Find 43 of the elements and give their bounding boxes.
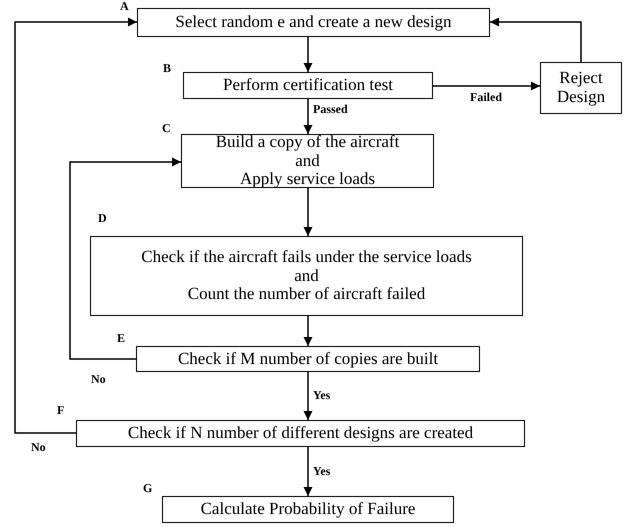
- step-letter: E: [117, 332, 126, 344]
- box-text: Build a copy of the aircraft: [216, 132, 400, 152]
- arrow: [14, 18, 137, 434]
- edge-label: No: [30, 441, 47, 453]
- edge-label: Failed: [469, 91, 503, 103]
- arrow: [304, 316, 312, 346]
- edge-label: Yes: [312, 465, 332, 477]
- arrow: [69, 158, 181, 360]
- process-box: [162, 496, 454, 523]
- edge-label: No: [90, 373, 107, 385]
- arrow: [304, 447, 312, 496]
- arrow: [433, 82, 540, 90]
- edge-label: Yes: [312, 389, 332, 401]
- step-letter: B: [163, 62, 172, 74]
- box-text: Select random e and create a new design: [175, 13, 452, 32]
- process-box: [183, 72, 433, 99]
- process-box: [76, 420, 525, 447]
- box-text: Reject Design: [556, 69, 606, 107]
- box-text: Apply service loads: [240, 170, 376, 190]
- box-text: and: [294, 266, 319, 286]
- step-letter: C: [162, 122, 171, 134]
- box-text: Perform certification test: [223, 76, 393, 95]
- process-box: [137, 8, 490, 37]
- step-letter: D: [98, 212, 107, 224]
- box-text: Check if N number of different designs are created: [128, 424, 474, 443]
- process-box: [136, 346, 480, 372]
- box-text: Check if M number of copies are built: [178, 350, 438, 368]
- arrow: [490, 18, 582, 62]
- box-text: Check if the aircraft fails under the service loads: [141, 248, 472, 267]
- step-letter: G: [143, 482, 152, 494]
- arrow: [304, 37, 312, 72]
- edge-label: Passed: [312, 103, 349, 115]
- box-text: Calculate Probability of Failure: [200, 500, 416, 519]
- step-letter: A: [120, 0, 129, 12]
- process-box: [181, 134, 434, 188]
- arrow: [304, 99, 312, 134]
- box-text: Count the number of aircraft failed: [188, 285, 426, 304]
- arrow: [304, 188, 312, 236]
- process-box: [540, 62, 622, 114]
- arrow: [304, 372, 312, 420]
- process-box: [90, 236, 523, 316]
- box-text: and: [295, 152, 320, 170]
- step-letter: F: [57, 404, 64, 416]
